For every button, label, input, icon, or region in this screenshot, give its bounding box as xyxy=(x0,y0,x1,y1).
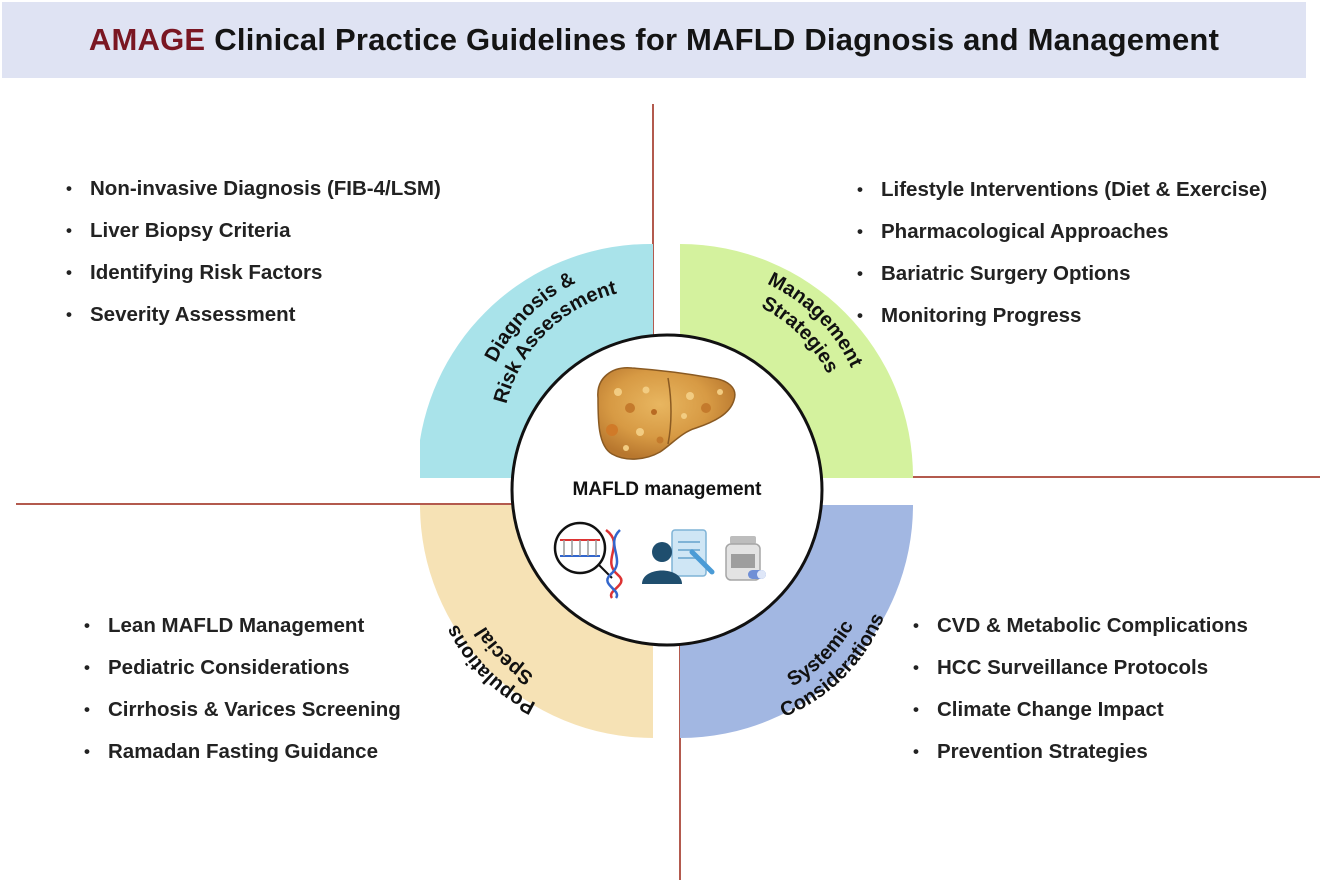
diagnosis-list: Non-invasive Diagnosis (FIB-4/LSM) Liver… xyxy=(66,175,441,343)
special-populations-list: Lean MAFLD Management Pediatric Consider… xyxy=(84,612,401,780)
list-item: Lean MAFLD Management xyxy=(84,612,401,654)
list-item: Lifestyle Interventions (Diet & Exercise… xyxy=(857,176,1267,218)
systemic-list: CVD & Metabolic Complications HCC Survei… xyxy=(913,612,1248,780)
list-item: Bariatric Surgery Options xyxy=(857,260,1267,302)
title-text: Clinical Practice Guidelines for MAFLD D… xyxy=(214,22,1220,57)
title-accent: AMAGE xyxy=(88,22,206,57)
list-item: Monitoring Progress xyxy=(857,302,1267,344)
medicine-bottle-icon xyxy=(725,536,766,581)
liver-icon xyxy=(597,367,736,460)
divider-bottom xyxy=(679,645,681,880)
list-item: Severity Assessment xyxy=(66,301,441,343)
list-item: Liver Biopsy Criteria xyxy=(66,217,441,259)
list-item: Climate Change Impact xyxy=(913,696,1248,738)
page-title: AMAGE Clinical Practice Guidelines for M… xyxy=(2,2,1306,78)
list-item: HCC Surveillance Protocols xyxy=(913,654,1248,696)
list-item: Prevention Strategies xyxy=(913,738,1248,780)
divider-right xyxy=(824,476,1320,478)
doctor-clipboard-icon xyxy=(642,529,715,584)
dna-magnifier-icon xyxy=(553,521,623,599)
divider-left xyxy=(16,503,514,505)
list-item: Ramadan Fasting Guidance xyxy=(84,738,401,780)
list-item: Pediatric Considerations xyxy=(84,654,401,696)
divider-top xyxy=(652,104,654,340)
list-item: CVD & Metabolic Complications xyxy=(913,612,1248,654)
center-label: MAFLD management xyxy=(573,479,763,500)
list-item: Non-invasive Diagnosis (FIB-4/LSM) xyxy=(66,175,441,217)
list-item: Identifying Risk Factors xyxy=(66,259,441,301)
list-item: Cirrhosis & Varices Screening xyxy=(84,696,401,738)
list-item: Pharmacological Approaches xyxy=(857,218,1267,260)
management-list: Lifestyle Interventions (Diet & Exercise… xyxy=(857,176,1267,344)
